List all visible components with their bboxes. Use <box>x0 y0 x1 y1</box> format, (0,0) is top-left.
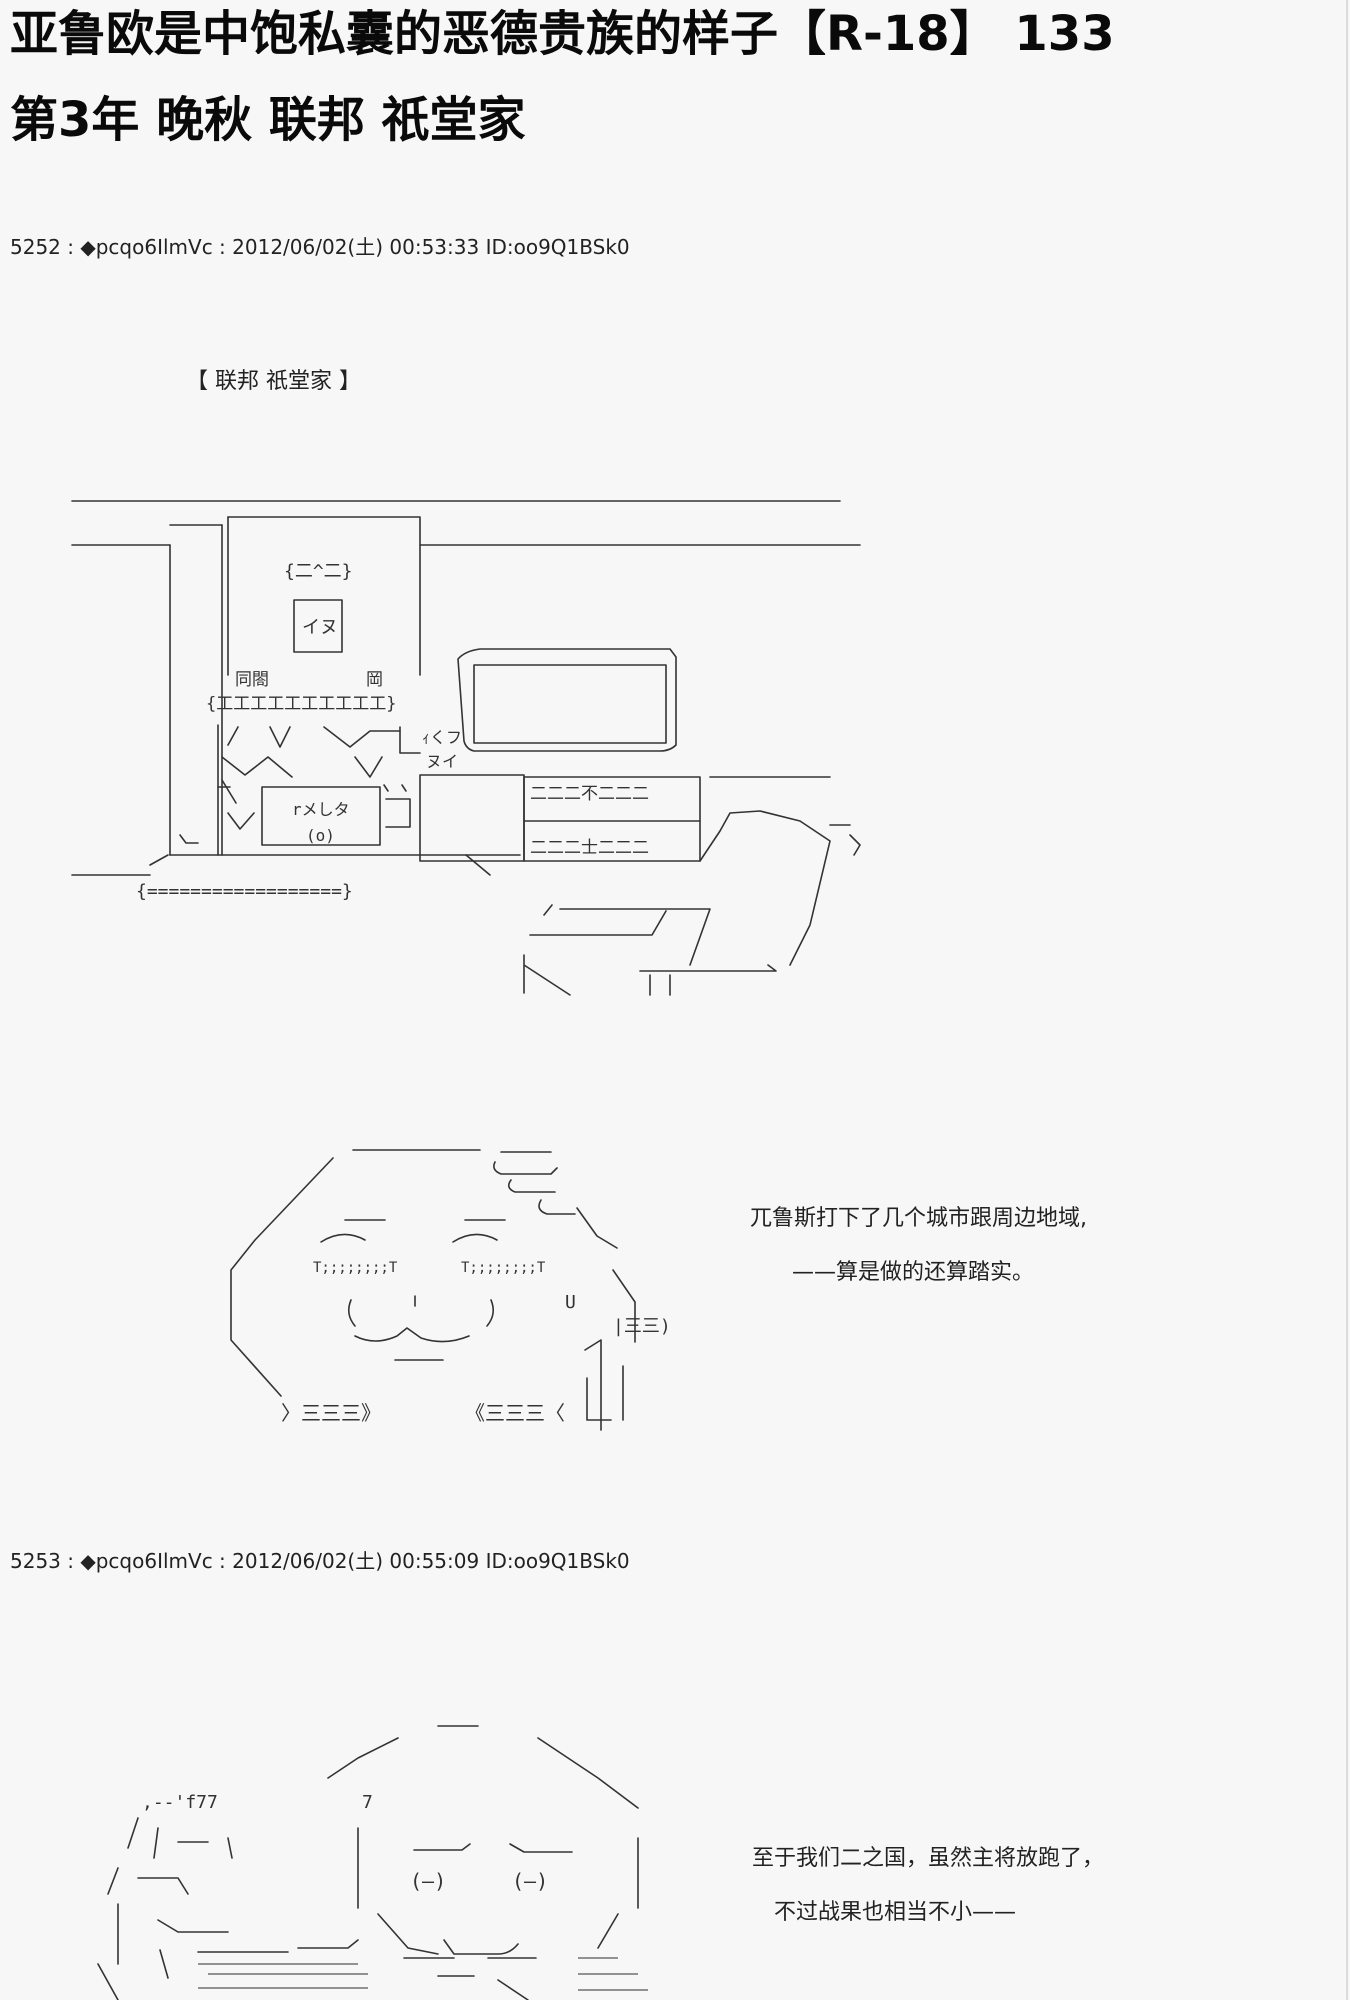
eye-left-text: T;;;;;;;;T <box>313 1260 398 1276</box>
tag-text: ,--'f77 <box>142 1792 218 1813</box>
mark-u-text: U <box>565 1292 576 1313</box>
label-a-text: ｨくフ <box>422 728 462 747</box>
dialogue-line: 兀鲁斯打下了几个城市跟周边地域, <box>750 1206 1087 1231</box>
face-left-text: (—) <box>410 1869 446 1893</box>
chapter-subtitle: 第3年 晚秋 联邦 祇堂家 <box>10 92 526 148</box>
sign-left-text: 同閤 <box>235 670 269 690</box>
label-d-text: (o) <box>306 826 335 845</box>
dialogue-line: ——算是做的还算踏实。 <box>792 1260 1035 1285</box>
frieze-text: {工工工工工工工工工工} <box>206 694 396 714</box>
desk-text: 二二二不二二二 <box>530 784 649 804</box>
sign-mid-text: イヌ <box>302 617 338 638</box>
sign-top-text: {二^二} <box>284 561 353 582</box>
steps-text: {==================} <box>136 881 353 902</box>
dialogue-line: 至于我们二之国，虽然主将放跑了， <box>752 1846 1105 1871</box>
two-characters-ascii-art: ,--'f77 7 (—) (—) <box>58 1718 678 2000</box>
desk-text-2: 二二二士二二二 <box>530 838 649 858</box>
sign-right-text: 岡 <box>366 670 383 690</box>
bracket-text: |三三) <box>613 1316 671 1337</box>
post-header: 5252 : ◆pcqo6IlmVc : 2012/06/02(土) 00:53… <box>10 235 630 259</box>
face-right-text: (—) <box>512 1869 548 1893</box>
post-header: 5253 : ◆pcqo6IlmVc : 2012/06/02(土) 00:55… <box>10 1549 630 1573</box>
house-desk-ascii-art: {二^二} イヌ 同閤 岡 {工工工工工工工工工工} ｨくフ ヌイ rメしタ (… <box>70 495 870 1005</box>
location-label: 【 联邦 祇堂家 】 <box>186 369 361 394</box>
round-character-ascii-art: T;;;;;;;;T T;;;;;;;;T U |三三) 〉三三三》 《三三三〈 <box>225 1140 671 1430</box>
feet-right-text: 《三三三〈 <box>465 1401 565 1425</box>
page-title: 亚鲁欧是中饱私囊的恶德贵族的样子【R-18】 133 <box>10 6 1115 62</box>
tag-2-text: 7 <box>362 1792 373 1813</box>
label-b-text: ヌイ <box>426 752 458 771</box>
page-edge-line <box>1346 0 1348 2000</box>
label-c-text: rメしタ <box>292 800 350 819</box>
feet-left-text: 〉三三三》 <box>281 1401 381 1425</box>
dialogue-line: 不过战果也相当不小—— <box>774 1900 1017 1925</box>
eye-right-text: T;;;;;;;;T <box>461 1260 546 1276</box>
